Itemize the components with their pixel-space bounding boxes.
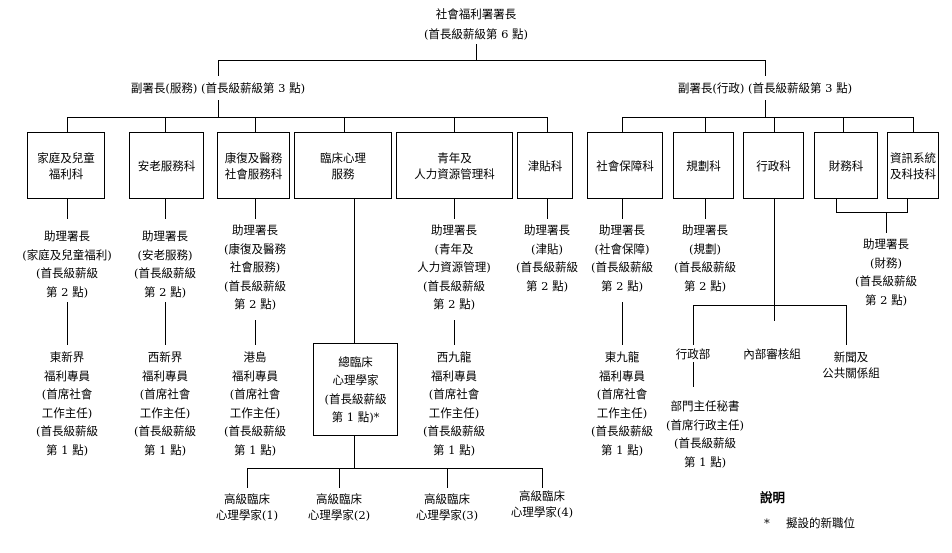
line-a3-o3 [255, 320, 256, 345]
line-a2-o2 [165, 302, 166, 345]
legend-star: * [764, 516, 770, 530]
senior-psych-1: 高級臨床心理學家(1) [215, 492, 279, 522]
drop-b10 [843, 117, 844, 132]
assistant-youth-hr: 助理署長(青年及人力資源管理)(首長級薪級第 2 點) [417, 223, 491, 311]
senior-psych-3: 高級臨床心理學家(3) [415, 492, 479, 522]
line-deputy-service-down [218, 100, 219, 117]
officer-east-nt: 東新界福利專員(首席社會工作主任)(首長級薪級第 1 點) [36, 350, 98, 457]
drop-b3 [255, 117, 256, 132]
drop-admin-pr [846, 305, 847, 345]
drop-b5 [454, 117, 455, 132]
branch-clinical-psych: 臨床心理服務 [294, 132, 392, 199]
drop-psych-4 [542, 468, 543, 488]
officer-west-nt: 西新界福利專員(首席社會工作主任)(首長級薪級第 1 點) [134, 350, 196, 457]
line-b11-down [907, 199, 908, 212]
line-b10-down [836, 199, 837, 212]
line-psych-bar [247, 468, 542, 469]
line-b4-chief [354, 199, 355, 343]
legend-note: 擬設的新職位 [786, 516, 855, 530]
senior-psych-2: 高級臨床心理學家(2) [307, 492, 371, 522]
branch-social-security: 社會保障科 [587, 132, 663, 199]
unit-pr: 新聞及公共關係組 [822, 350, 880, 380]
branch-it: 資訊系統及科技科 [887, 132, 939, 199]
officer-east-kln: 東九龍福利專員(首席社會工作主任)(首長級薪級第 1 點) [591, 350, 653, 457]
assistant-rehab-medical: 助理署長(康復及醫務社會服務)(首長級薪級第 2 點) [224, 223, 286, 311]
officer-west-kln: 西九龍福利專員(首席社會工作主任)(首長級薪級第 1 點) [423, 350, 485, 457]
assistant-social-security: 助理署長(社會保障)(首長級薪級第 2 點) [591, 223, 653, 293]
line-deputy-admin-down [765, 100, 766, 117]
line-admin-units-bar [693, 305, 846, 306]
legend-title: 說明 [760, 490, 786, 505]
line-finance-bar [836, 212, 908, 213]
line-a1-o1 [67, 302, 68, 345]
line-b3-a3 [255, 199, 256, 219]
line-b7-a7 [622, 199, 623, 219]
drop-psych-1 [247, 468, 248, 488]
line-b5-a5 [454, 199, 455, 219]
line-to-deputy-admin [765, 60, 766, 76]
line-b2-a2 [165, 199, 166, 219]
line-admin-bar [622, 117, 913, 118]
branch-youth-hr: 青年及人力資源管理科 [396, 132, 513, 199]
assistant-elderly: 助理署長(安老服務)(首長級薪級第 2 點) [134, 229, 196, 299]
unit-internal-audit: 內部審核組 [743, 347, 801, 361]
line-office-sec [693, 362, 694, 387]
branch-elderly: 安老服務科 [129, 132, 204, 199]
unit-admin-office: 行政部 [675, 347, 711, 361]
drop-b8 [705, 117, 706, 132]
line-finance-a10 [886, 212, 887, 233]
drop-admin-office [693, 305, 694, 345]
line-to-deputy-service [218, 60, 219, 76]
assistant-family-child: 助理署長(家庭及兒童福利)(首長級薪級第 2 點) [22, 229, 112, 299]
departmental-secretary: 部門主任秘書(首席行政主任)(首長級薪級第 1 點) [666, 399, 744, 469]
assistant-finance: 助理署長(財務)(首長級薪級第 2 點) [855, 237, 917, 307]
drop-b4 [344, 117, 345, 132]
assistant-planning: 助理署長(規劃)(首長級薪級第 2 點) [674, 223, 736, 293]
director-grade: (首長級薪級第 6 點) [423, 27, 529, 41]
line-b8-a8 [705, 199, 706, 219]
deputy-admin: 副署長(行政) (首長級薪級第 3 點) [677, 81, 853, 95]
line-b1-a1 [67, 199, 68, 219]
drop-b2 [165, 117, 166, 132]
branch-subventions: 津貼科 [517, 132, 573, 199]
drop-psych-3 [447, 468, 448, 488]
line-b9-down [774, 199, 775, 321]
line-a5-o5 [454, 320, 455, 345]
drop-b9 [774, 117, 775, 132]
assistant-subventions: 助理署長(津貼)(首長級薪級第 2 點) [516, 223, 578, 293]
drop-b7 [622, 117, 623, 132]
drop-b1 [67, 117, 68, 132]
director-title: 社會福利署署長 [435, 7, 517, 21]
line-a7-o7 [622, 302, 623, 345]
drop-b6 [547, 117, 548, 132]
line-chief-down [354, 436, 355, 468]
chief-clinical-psychologist: 總臨床心理學家(首長級薪級第 1 點)* [313, 343, 398, 436]
branch-finance: 財務科 [814, 132, 878, 199]
drop-b11 [913, 117, 914, 132]
line-top-bar [218, 60, 765, 61]
line-b6-a6 [547, 199, 548, 219]
line-service-bar [67, 117, 547, 118]
line-top-down [476, 44, 477, 60]
senior-psych-4: 高級臨床心理學家(4) [510, 489, 574, 519]
branch-administration: 行政科 [743, 132, 804, 199]
branch-family-child: 家庭及兒童福利科 [27, 132, 105, 199]
deputy-service: 副署長(服務) (首長級薪級第 3 點) [130, 81, 306, 95]
branch-planning: 規劃科 [673, 132, 734, 199]
drop-psych-2 [339, 468, 340, 488]
officer-hk-island: 港島福利專員(首席社會工作主任)(首長級薪級第 1 點) [224, 350, 286, 457]
branch-rehab-medical: 康復及醫務社會服務科 [217, 132, 290, 199]
